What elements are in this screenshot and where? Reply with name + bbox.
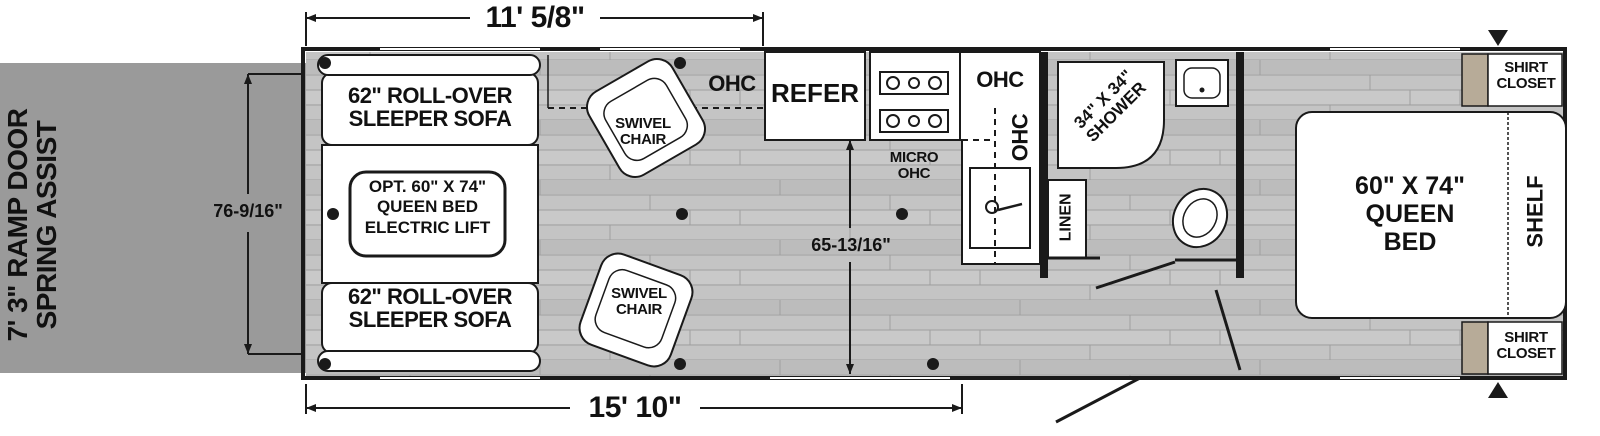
- queen-bed-line1: 60" X 74": [1355, 172, 1465, 200]
- kitchen-sink: [969, 167, 1031, 249]
- marker-top: [1488, 30, 1508, 46]
- bath-door: [1095, 260, 1176, 290]
- ramp-door: [0, 63, 306, 373]
- queen-bed: [1295, 111, 1567, 319]
- closet-bottom-fill: [1461, 321, 1489, 375]
- closet-top-line2: CLOSET: [1496, 74, 1556, 92]
- sofa-top-line2: SLEEPER SOFA: [348, 106, 512, 132]
- dimension-lines: [244, 12, 963, 414]
- micro-line1: MICRO: [889, 149, 939, 166]
- opt-bed-line3: ELECTRIC LIFT: [364, 217, 491, 237]
- chair-bottom-line2: CHAIR: [616, 300, 662, 318]
- sofa-bottom-label: 62" ROLL-OVER SLEEPER SOFA: [322, 285, 538, 331]
- dimension-interior-width: 65-13/16": [811, 235, 891, 255]
- opt-bed-line1: OPT. 60" X 74": [368, 177, 487, 196]
- queen-bed-label: 60" X 74" QUEEN BED: [1320, 172, 1500, 256]
- queen-bed-line3: BED: [1383, 228, 1437, 256]
- dimension-top: 11' 5/8": [485, 1, 585, 34]
- chair-top-line2: CHAIR: [620, 130, 666, 148]
- swivel-chair-top-shape: [586, 58, 706, 178]
- chair-top-line1: SWIVEL: [615, 115, 671, 132]
- stove-burners: [879, 71, 949, 133]
- opt-bed-line2: QUEEN BED: [376, 197, 479, 217]
- closet-top-fill: [1461, 53, 1489, 107]
- closet-top-line1: SHIRT: [1504, 59, 1548, 76]
- swivel-chair-bottom-shape: [578, 252, 694, 368]
- swivel-chair-bottom-label: SWIVEL CHAIR: [604, 286, 674, 318]
- dimension-garage-width: 76-9/16": [213, 201, 283, 221]
- bedroom-door: [1214, 289, 1242, 371]
- queen-bed-line2: QUEEN: [1365, 200, 1455, 228]
- ramp-door-label: 7' 3" RAMP DOOR SPRING ASSIST: [2, 95, 73, 355]
- swivel-chair-top-label: SWIVEL CHAIR: [608, 116, 678, 148]
- tie-down-dots: [319, 57, 939, 370]
- closet-bottom-line2: CLOSET: [1496, 344, 1556, 362]
- entry-door: [1055, 376, 1141, 424]
- linen-cabinet: [1047, 179, 1087, 259]
- closet-bottom-label: SHIRT CLOSET: [1490, 330, 1562, 362]
- opt-bed-label: OPT. 60" X 74" QUEEN BED ELECTRIC LIFT: [350, 177, 505, 238]
- ohc-left-label: OHC: [708, 71, 756, 96]
- bathroom-wall-right: [1236, 52, 1244, 278]
- refrigerator: [764, 51, 866, 141]
- chair-bottom-line1: SWIVEL: [611, 285, 667, 302]
- ramp-label-line2: SPRING ASSIST: [31, 120, 63, 330]
- shower-stall: [1057, 61, 1165, 169]
- ramp-label-line1: 7' 3" RAMP DOOR: [2, 108, 33, 342]
- sofa-bottom-line2: SLEEPER SOFA: [348, 307, 512, 333]
- dimension-bottom: 15' 10": [588, 391, 682, 424]
- closet-top-label: SHIRT CLOSET: [1490, 60, 1562, 92]
- micro-ohc-label: MICRO OHC: [874, 150, 954, 182]
- sofa-bottom-line1: 62" ROLL-OVER: [347, 284, 513, 309]
- shelf-label: SHELF: [1522, 175, 1548, 248]
- refer-label: REFER: [770, 78, 860, 108]
- closet-bottom-line1: SHIRT: [1504, 329, 1548, 346]
- linen-label: LINEN: [1057, 193, 1075, 242]
- marker-bottom: [1488, 382, 1508, 398]
- toilet: [1171, 187, 1229, 249]
- ohc-vertical-label: OHC: [1007, 113, 1033, 162]
- bathroom-wall-left: [1040, 52, 1048, 278]
- ohc-kitchen-label: OHC: [976, 67, 1024, 92]
- sofa-top-line1: 62" ROLL-OVER: [347, 83, 513, 108]
- sofa-top-label: 62" ROLL-OVER SLEEPER SOFA: [322, 84, 538, 130]
- micro-line2: OHC: [897, 164, 931, 182]
- opt-bed-box: [348, 170, 507, 258]
